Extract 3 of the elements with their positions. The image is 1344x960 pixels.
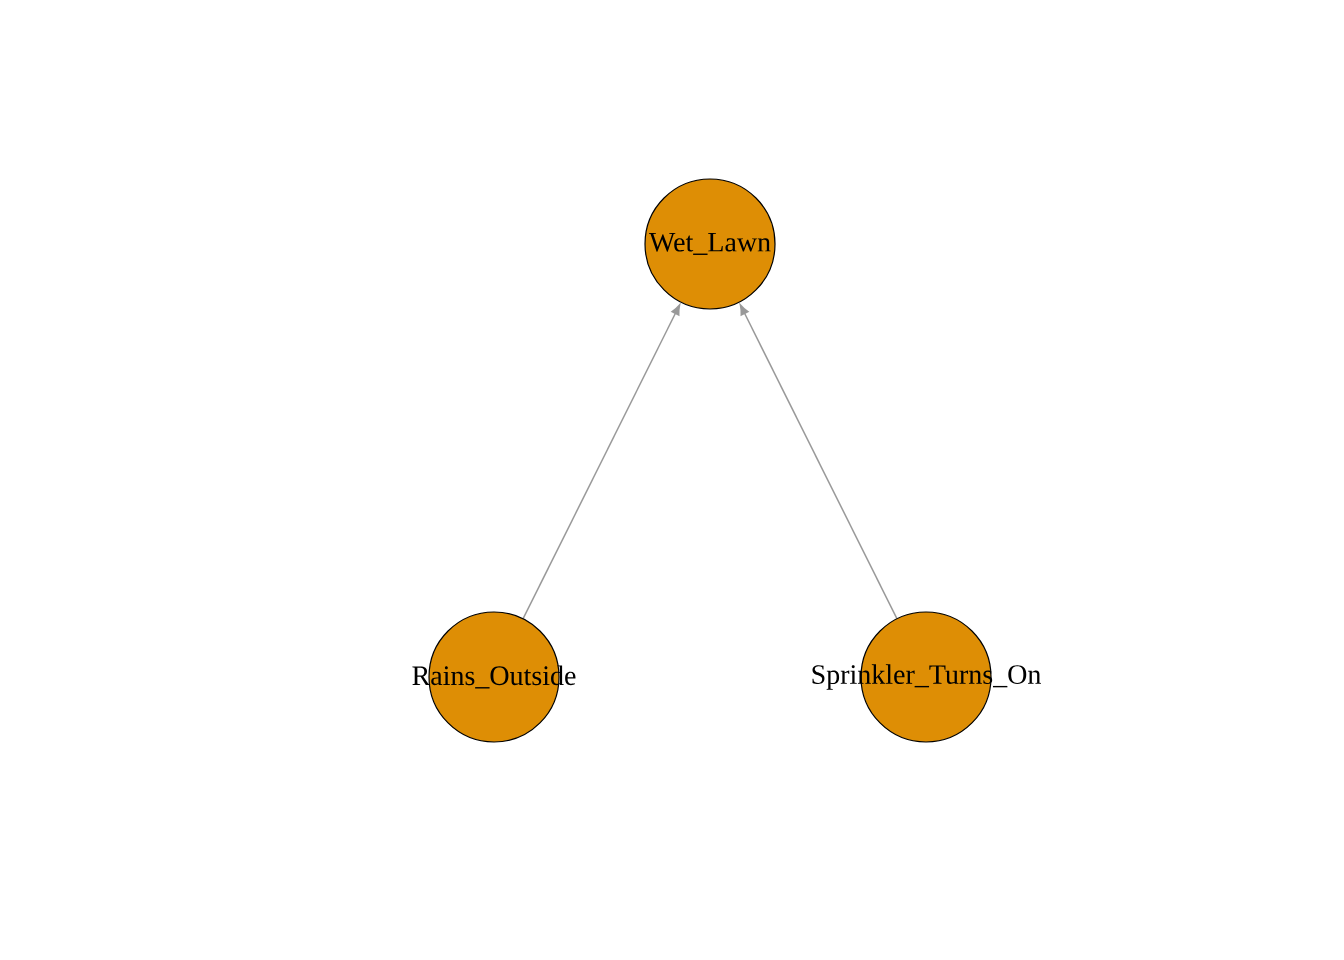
arrow (522, 304, 681, 620)
arrow (739, 304, 898, 620)
graph-node: Wet_Lawn (644, 178, 776, 310)
